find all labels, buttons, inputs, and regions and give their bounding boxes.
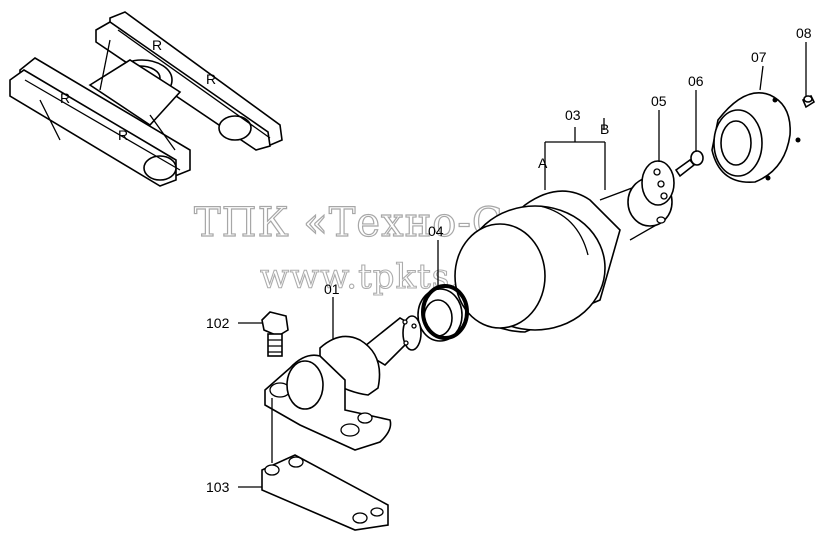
label-07: 07 (751, 49, 767, 65)
plate-103 (261, 454, 389, 531)
bolt-102 (261, 311, 289, 357)
label-06: 06 (688, 73, 704, 89)
label-05: 05 (651, 93, 667, 109)
label-103: 103 (206, 479, 230, 495)
label-04: 04 (428, 223, 444, 239)
floating-seal (417, 284, 469, 342)
thrust-plate (641, 160, 675, 206)
label-08: 08 (796, 25, 812, 41)
label-01: 01 (324, 281, 340, 297)
part-labels: 03 A B 05 06 07 08 04 01 102 103 (206, 25, 812, 495)
label-A: A (538, 155, 548, 171)
svg-text:R: R (152, 37, 162, 53)
svg-text:R: R (118, 127, 128, 143)
end-cap-07 (711, 91, 801, 183)
plug-08 (801, 94, 816, 109)
svg-text:R: R (60, 90, 70, 106)
label-102: 102 (206, 315, 230, 331)
svg-text:R: R (206, 71, 216, 87)
track-frame-overview: R R R R (9, 11, 283, 187)
label-B: B (600, 121, 609, 137)
shaft-bracket (264, 315, 422, 451)
leader-lines (238, 42, 807, 488)
label-03: 03 (565, 107, 581, 123)
bolt-06 (674, 150, 704, 178)
